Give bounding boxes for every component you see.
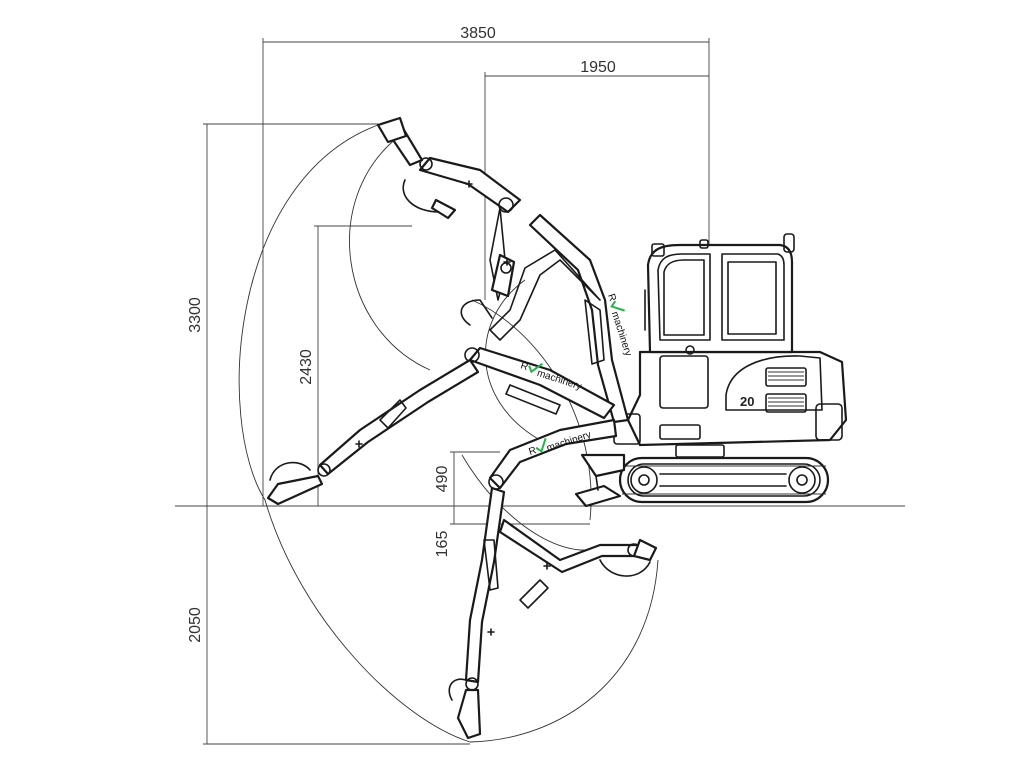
dim-dig-depth: 2050 xyxy=(187,607,204,643)
model-label: 20 xyxy=(740,394,754,409)
dim-dump-height: 2430 xyxy=(298,349,315,385)
brand-check-icon xyxy=(528,362,544,374)
svg-text:machinery: machinery xyxy=(609,310,634,357)
dimension-lines xyxy=(203,38,710,745)
vent-grille xyxy=(768,371,804,407)
brand-check-icon xyxy=(535,438,547,453)
arm-position-dump xyxy=(460,249,601,341)
dim-blade-lift: 490 xyxy=(434,466,451,493)
dim-max-height: 3300 xyxy=(187,297,204,333)
brand-check-icon xyxy=(610,300,625,312)
operator-cab xyxy=(644,233,795,409)
svg-text:R: R xyxy=(519,360,529,373)
excavator-body: 20 xyxy=(574,233,848,508)
track-undercarriage xyxy=(618,456,830,504)
svg-text:R: R xyxy=(528,445,538,458)
dim-upper-reach: 1950 xyxy=(580,59,616,76)
cylinder-markers xyxy=(355,180,551,636)
arm-position-high xyxy=(376,116,630,424)
arm-position-dig xyxy=(448,418,658,740)
svg-text:R: R xyxy=(605,293,618,303)
dozer-blade xyxy=(574,453,626,508)
dim-blade-depth: 165 xyxy=(434,531,451,558)
dim-overall-reach: 3850 xyxy=(460,25,496,42)
upper-frame xyxy=(626,350,848,447)
